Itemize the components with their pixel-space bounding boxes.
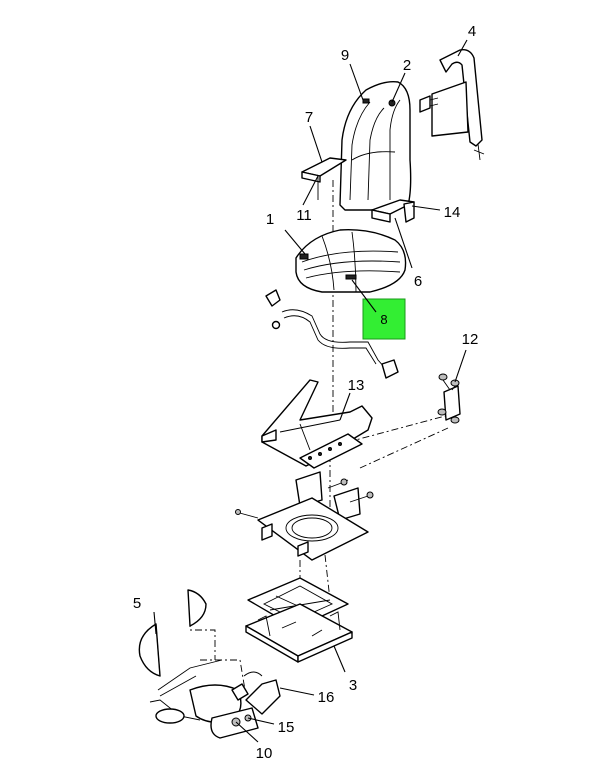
slide-frame	[261, 379, 373, 469]
seat-cushion	[295, 229, 407, 293]
callout-7-label: 7	[305, 109, 313, 126]
control-handles	[149, 659, 281, 739]
callout-6-label: 6	[414, 273, 422, 290]
right-armrest	[371, 199, 415, 223]
rear-frame	[419, 48, 485, 161]
callout-labels: 1 2 3 4 5 6 7 9 10 11 12 13 14 15 16	[133, 23, 479, 761]
callout-16-label: 16	[318, 689, 335, 706]
leader-lines	[153, 39, 468, 743]
callout-5-label: 5	[133, 595, 141, 612]
callout-3-label: 3	[349, 677, 357, 694]
callout-8-label: 8	[380, 312, 387, 327]
callout-13-label: 13	[348, 377, 365, 394]
shock-absorber	[437, 373, 461, 424]
callout-2-label: 2	[403, 57, 411, 74]
mounting-brackets	[295, 471, 374, 521]
seat-back	[339, 80, 412, 211]
callout-10-label: 10	[256, 745, 273, 761]
callout-9-label: 9	[341, 47, 349, 64]
suspension-base	[245, 577, 353, 663]
highlight-box	[362, 298, 406, 340]
side-cover	[138, 589, 207, 677]
callout-1-label: 1	[266, 211, 274, 228]
callout-12-label: 12	[462, 331, 479, 348]
left-armrest	[301, 157, 347, 200]
callout-11-label: 11	[296, 207, 312, 224]
swivel-plate	[235, 497, 369, 561]
highlight-marker: 8	[351, 279, 406, 340]
callout-4-label: 4	[468, 23, 476, 40]
adjustment-rod	[265, 289, 399, 379]
callout-14-label: 14	[444, 204, 461, 221]
callout-15-label: 15	[278, 719, 295, 736]
